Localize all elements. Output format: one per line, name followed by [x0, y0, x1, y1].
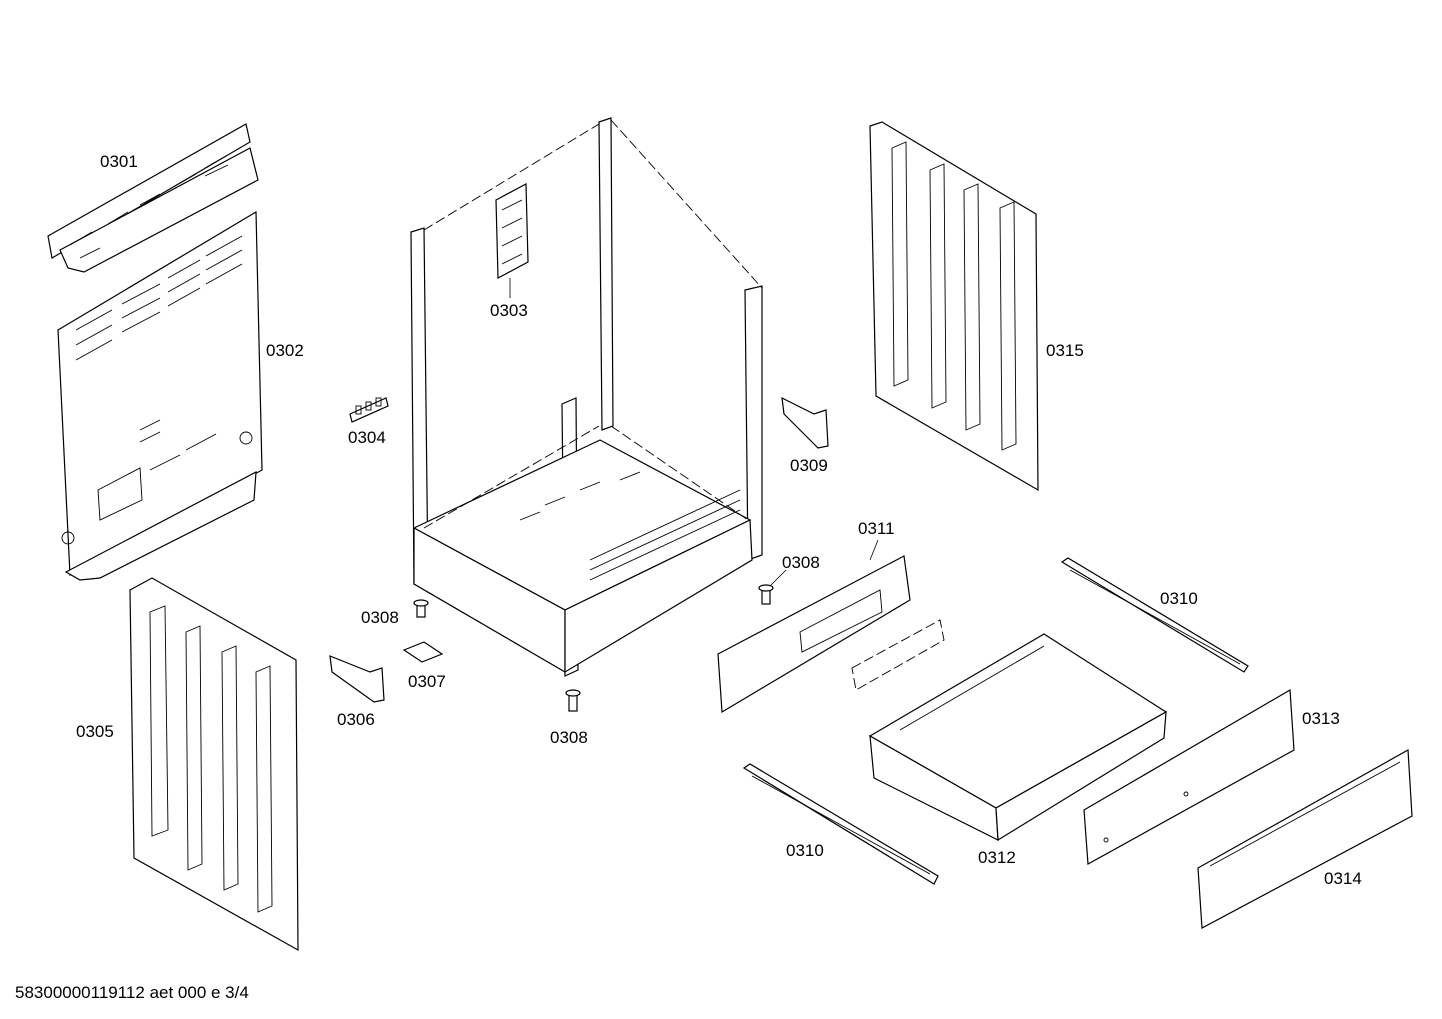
part-0301-vent-strip	[47, 123, 259, 273]
label-0310-a: 0310	[1160, 589, 1198, 608]
part-0312-drawer	[868, 633, 1168, 842]
part-0314-drawer-front-cover	[1197, 749, 1413, 929]
label-0308-c: 0308	[782, 553, 820, 572]
part-0308-screw-c	[758, 569, 787, 605]
part-0302-back-panel	[57, 210, 263, 581]
label-0304: 0304	[348, 428, 386, 447]
label-0311: 0311	[858, 519, 895, 538]
label-0307: 0307	[408, 672, 446, 691]
label-0301: 0301	[100, 152, 138, 171]
part-0308-screw-a	[413, 599, 429, 618]
label-0312: 0312	[978, 848, 1016, 867]
part-0310-rail-upper	[1060, 557, 1249, 673]
label-0306: 0306	[337, 710, 375, 729]
label-0303: 0303	[490, 301, 528, 320]
part-0306-bracket	[329, 655, 385, 703]
part-0304-terminal-block	[349, 397, 389, 423]
part-0313-drawer-front-panel	[1083, 688, 1295, 865]
part-0311-front-frame	[717, 539, 945, 714]
part-frame	[410, 117, 763, 677]
label-0308-b: 0308	[550, 728, 588, 747]
label-0305: 0305	[76, 722, 114, 741]
part-0308-screw-b	[565, 689, 581, 712]
document-reference: 58300000119112 aet 000 e 3/4	[15, 983, 249, 1002]
part-0310-rail-lower	[742, 763, 939, 885]
label-0302: 0302	[266, 341, 304, 360]
part-0309-bracket	[781, 396, 829, 449]
part-0315-side-panel-right	[869, 121, 1039, 492]
part-0305-side-panel-left	[129, 577, 299, 952]
label-0313: 0313	[1302, 709, 1340, 728]
label-0315: 0315	[1046, 341, 1084, 360]
label-0308-a: 0308	[361, 608, 399, 627]
label-0310-b: 0310	[786, 841, 824, 860]
part-0307-clip	[402, 641, 444, 663]
part-0303-control-board	[495, 183, 529, 298]
label-0309: 0309	[790, 456, 828, 475]
label-0314: 0314	[1324, 869, 1362, 888]
